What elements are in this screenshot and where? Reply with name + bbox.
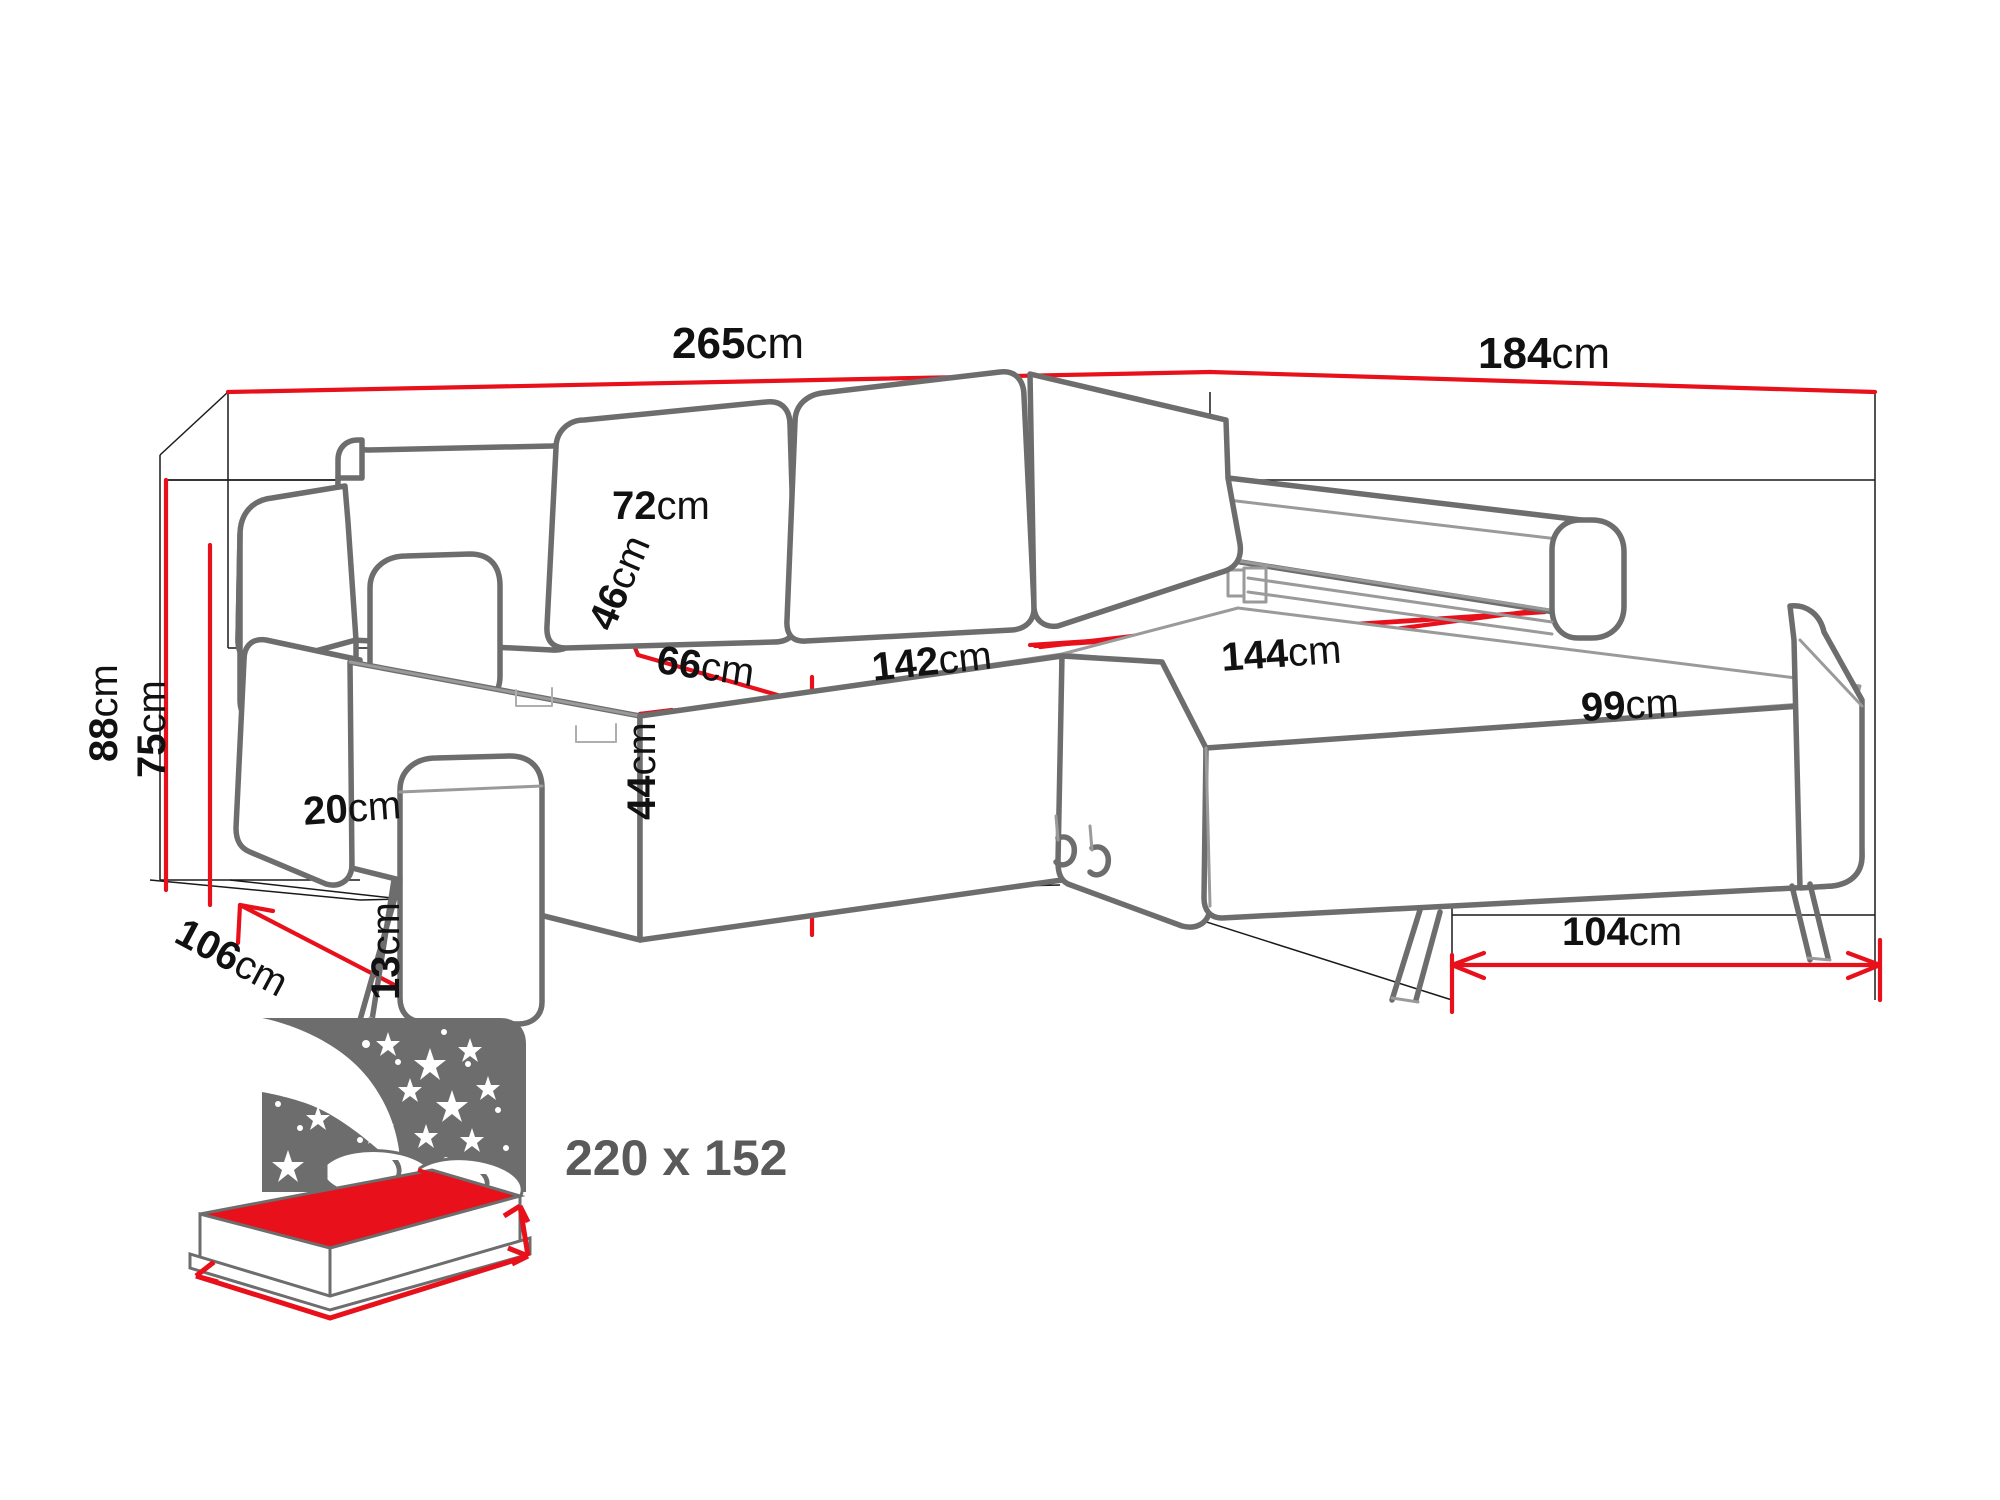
mechanism-pin [1242, 566, 1268, 604]
leg-chaise-front [1389, 907, 1443, 1003]
seat-front-right [637, 653, 1065, 943]
corner-back-panel [1027, 371, 1244, 630]
label-sleeping-area: 220 x 152 [565, 1130, 788, 1186]
label-chaise-seat-length: 144cm [1219, 627, 1343, 680]
label-total-height: 88cm [82, 664, 126, 762]
inner-foot-2 [575, 723, 617, 743]
moon-crescent [262, 1018, 401, 1170]
label-armrest-width: 20cm [301, 783, 403, 834]
label-total-width: 265cm [672, 319, 805, 368]
back-cushion-right [784, 369, 1037, 644]
back-left-edge [335, 437, 365, 481]
front-armrest-block [397, 753, 545, 1027]
inner-foot-1 [515, 687, 553, 707]
chaise-back-endcap [1549, 517, 1627, 641]
sofa-left-section [233, 369, 1160, 1093]
mattress-top-red [200, 1170, 520, 1248]
bed-with-starry-night-icon [188, 1018, 532, 1321]
bed-dim-arrow-front [195, 1253, 529, 1321]
seat-handle-1 [1053, 834, 1078, 868]
chaise-right-arm [1787, 603, 1865, 891]
left-base-side [233, 636, 363, 888]
label-chaise-seat-depth: 99cm [1579, 680, 1680, 730]
label-armrest-height: 75cm [130, 680, 174, 778]
label-chaise-depth: 104cm [1562, 910, 1683, 954]
label-chaise-width: 184cm [1478, 329, 1611, 378]
bed-dim-arrow-side [517, 1205, 531, 1257]
mechanism-bracket [1226, 568, 1246, 598]
label-seat-height: 44cm [620, 722, 664, 820]
label-cushion-width: 72cm [612, 484, 710, 528]
sofa-chaise-section [1027, 371, 1865, 1004]
bed-base [188, 1236, 532, 1312]
leg-chaise-right [1789, 881, 1831, 963]
label-leg-height: 13cm [364, 902, 408, 1000]
seat-handle-2 [1087, 844, 1112, 878]
leg-left-front [357, 877, 403, 1023]
